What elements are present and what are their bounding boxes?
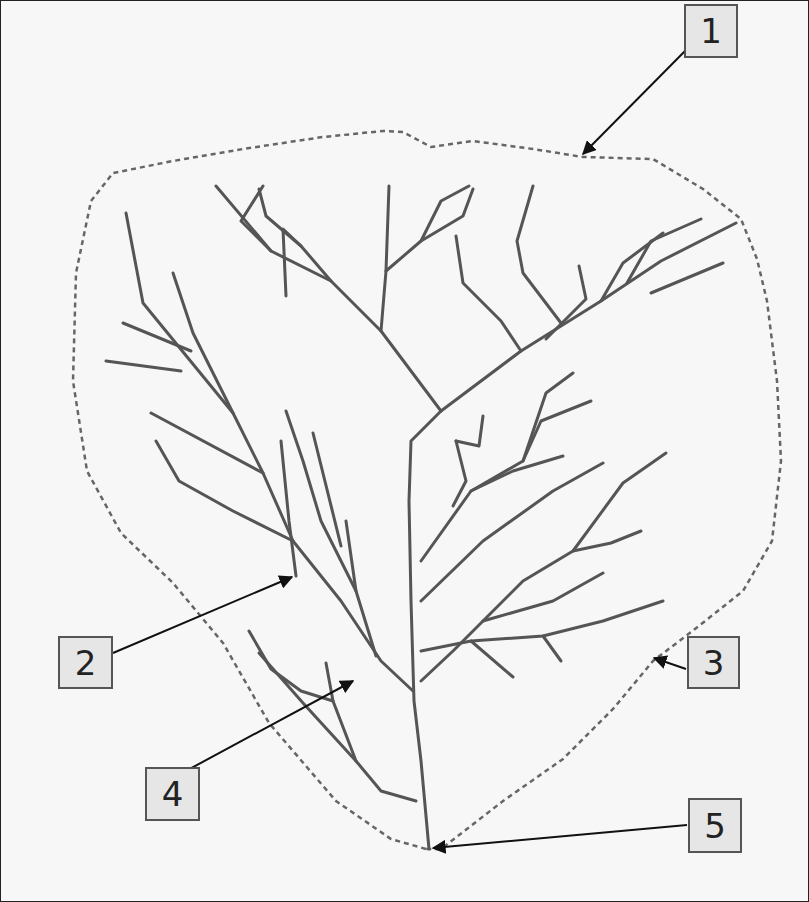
leader-arrows <box>113 51 687 848</box>
river-network <box>106 186 736 849</box>
callout-number: 2 <box>75 646 97 680</box>
watershed-boundary <box>73 131 781 849</box>
callout-box: 5 <box>688 798 742 853</box>
callout-number: 5 <box>704 809 726 843</box>
callout-number: 3 <box>703 646 725 680</box>
callout-number: 1 <box>700 14 722 48</box>
callout-box: 3 <box>687 636 740 689</box>
callout-box: 2 <box>58 636 113 689</box>
callout-box: 4 <box>145 767 200 821</box>
callout-number: 4 <box>162 777 184 811</box>
callout-box: 1 <box>684 4 738 58</box>
